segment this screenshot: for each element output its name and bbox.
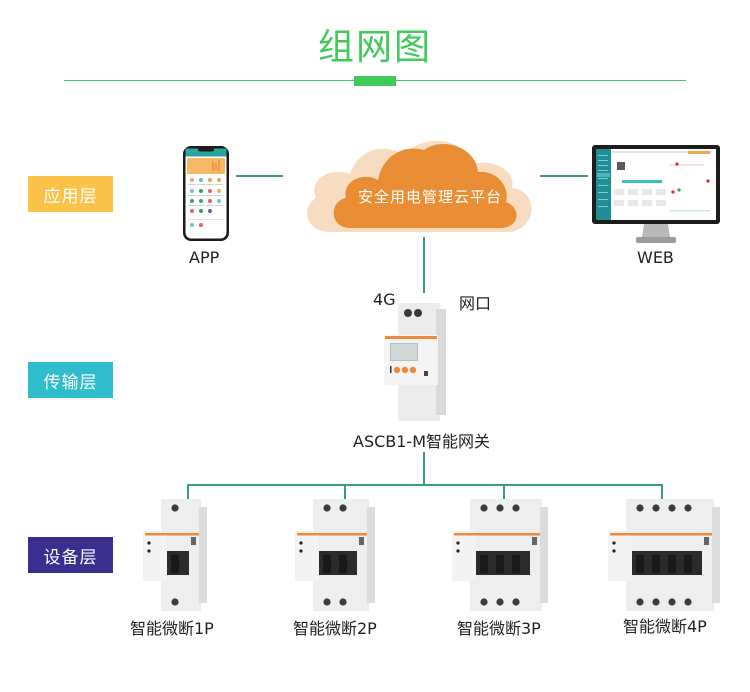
terminal-screw-icon — [652, 598, 660, 606]
device-label-3p: 智能微断3P — [457, 619, 541, 638]
connector-cloud-web — [540, 175, 588, 177]
breaker-3p — [452, 499, 557, 615]
terminal-screw-icon — [636, 598, 644, 606]
din-rail-gateway-icon — [380, 303, 460, 421]
terminal-screw-icon — [323, 504, 331, 512]
breaker-1p — [143, 499, 223, 615]
terminal-screw-icon — [480, 598, 488, 606]
layer-badge-transport: 传输层 — [28, 362, 113, 398]
drop-1p — [187, 484, 189, 499]
device-label-4p: 智能微断4P — [623, 617, 707, 636]
link-label-ethernet: 网口 — [459, 294, 492, 313]
layer-badge-application: 应用层 — [28, 176, 113, 212]
terminal-screw-icon — [684, 598, 692, 606]
cloud-icon: 安全用电管理云平台 — [300, 128, 542, 234]
terminal-screw-icon — [171, 598, 179, 606]
terminal-screw-icon — [652, 504, 660, 512]
title-divider-accent — [354, 76, 396, 86]
breaker-4p — [608, 499, 728, 615]
app-label: APP — [189, 248, 220, 267]
device-bus — [187, 484, 663, 486]
terminal-screw-icon — [171, 504, 179, 512]
terminal-screw-icon — [496, 504, 504, 512]
page-title: 组网图 — [317, 27, 432, 68]
terminal-screw-icon — [684, 504, 692, 512]
gateway-label: ASCB1-M智能网关 — [353, 432, 491, 451]
drop-3p — [503, 484, 505, 499]
connector-gateway-bus — [423, 452, 425, 485]
terminal-screw-icon — [668, 598, 676, 606]
drop-2p — [344, 484, 346, 499]
connector-cloud-gateway — [423, 237, 425, 293]
terminal-screw-icon — [636, 504, 644, 512]
layer-label: 传输层 — [43, 372, 98, 393]
device-label-1p: 智能微断1P — [130, 619, 214, 638]
breaker-2p — [295, 499, 385, 615]
terminal-screw-icon — [480, 504, 488, 512]
monitor-icon — [592, 145, 720, 245]
terminal-screw-icon — [512, 504, 520, 512]
connector-app-cloud — [236, 175, 283, 177]
title-divider-left — [64, 80, 354, 81]
layer-badge-device: 设备层 — [28, 537, 113, 573]
layer-label: 应用层 — [43, 186, 98, 207]
terminal-screw-icon — [323, 598, 331, 606]
terminal-screw-icon — [339, 504, 347, 512]
web-label: WEB — [637, 248, 674, 267]
terminal-screw-icon — [339, 598, 347, 606]
cloud-platform-label: 安全用电管理云平台 — [357, 188, 502, 206]
terminal-screw-icon — [496, 598, 504, 606]
device-label-2p: 智能微断2P — [293, 619, 377, 638]
drop-4p — [661, 484, 663, 499]
terminal-screw-icon — [512, 598, 520, 606]
terminal-screw-icon — [668, 504, 676, 512]
link-label-4g: 4G — [373, 290, 396, 309]
layer-label: 设备层 — [43, 547, 98, 568]
smartphone-icon — [182, 145, 230, 242]
title-divider-right — [396, 80, 686, 81]
